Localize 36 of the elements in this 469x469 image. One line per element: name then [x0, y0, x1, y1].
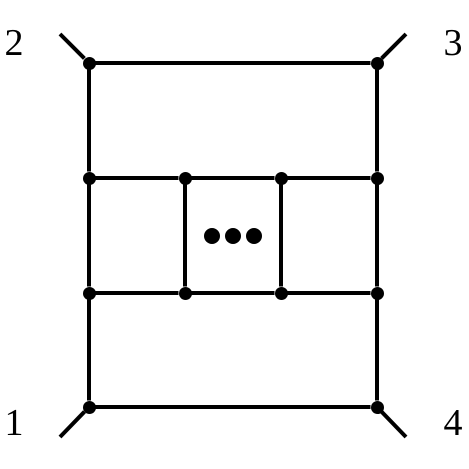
vertex-dot — [370, 400, 384, 414]
vertex-dot — [178, 286, 192, 300]
line — [380, 32, 408, 60]
line — [183, 184, 187, 286]
leg-number: 4 — [442, 404, 464, 442]
line — [96, 291, 178, 295]
line — [96, 61, 370, 65]
vertex-dot — [82, 286, 96, 300]
line — [87, 300, 91, 400]
vertex-dot — [274, 172, 288, 184]
vertex-dot — [370, 56, 384, 70]
vertex-dot — [178, 172, 192, 184]
line — [87, 184, 91, 286]
vertex-dot — [370, 286, 384, 300]
line — [375, 300, 379, 400]
line — [192, 176, 274, 180]
line — [375, 184, 379, 286]
vertex-dot — [82, 172, 96, 184]
vertex-dot — [82, 56, 96, 70]
line — [96, 405, 370, 409]
vertex-dot — [82, 400, 96, 414]
line — [58, 410, 86, 438]
leg-number: 1 — [4, 404, 24, 442]
line — [96, 176, 178, 180]
line — [279, 184, 283, 286]
line — [375, 70, 379, 172]
leg-number: 2 — [4, 24, 24, 62]
vertex-dot — [370, 172, 384, 184]
line — [58, 32, 86, 60]
line — [192, 291, 274, 295]
line — [87, 70, 91, 172]
line — [288, 291, 370, 295]
leg-number: 3 — [442, 24, 464, 62]
line — [288, 176, 370, 180]
vertex-dot — [274, 286, 288, 300]
line — [380, 410, 408, 438]
